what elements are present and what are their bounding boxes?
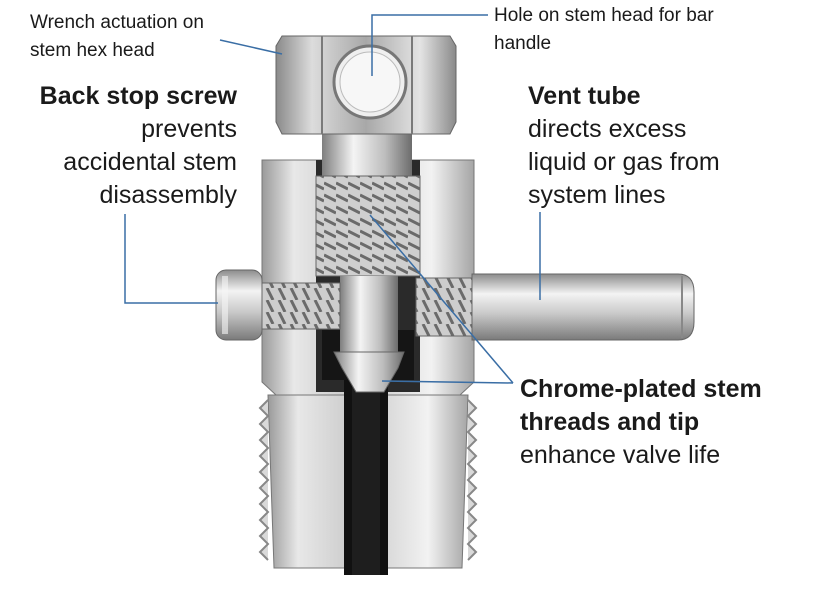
- callout-backstop-line-3: disassembly: [99, 181, 237, 209]
- callout-wrench-line-2: stem hex head: [30, 40, 155, 61]
- callout-hole-line-2: handle: [494, 33, 552, 54]
- callout-vent: Vent tube directs excess liquid or gas f…: [528, 80, 720, 212]
- vent-tube-threads: [415, 277, 477, 337]
- callout-chrome-title-1: Chrome-plated stem: [520, 375, 762, 403]
- callout-backstop-line-1: prevents: [141, 115, 237, 143]
- leader-chrome-threads: [369, 214, 514, 384]
- callout-chrome-title-2: threads and tip: [520, 408, 700, 436]
- stem-shaft: [322, 132, 412, 180]
- leader-lines: [124, 14, 541, 384]
- leader-chrome-tip: [381, 380, 514, 384]
- leader-wrench: [219, 39, 283, 55]
- callout-wrench-line-1: Wrench actuation on: [30, 12, 204, 33]
- back-stop-screw-threads: [261, 282, 341, 330]
- callout-vent-line-3: system lines: [528, 181, 666, 209]
- callout-vent-title: Vent tube: [528, 82, 641, 110]
- pipe-thread-teeth: [258, 399, 478, 561]
- callout-chrome-line-1: enhance valve life: [520, 441, 721, 469]
- stem-tip: [333, 351, 405, 393]
- callout-backstop-title: Back stop screw: [39, 82, 237, 110]
- leader-backstop: [124, 214, 218, 304]
- leader-hole: [371, 14, 488, 76]
- vent-tube: [471, 273, 695, 341]
- callout-vent-line-1: directs excess: [528, 115, 687, 143]
- callout-wrench: Wrench actuation on stem hex head: [30, 9, 204, 65]
- stem-threads: [315, 175, 421, 277]
- callout-chrome: Chrome-plated stem threads and tip enhan…: [520, 373, 762, 472]
- callout-vent-line-2: liquid or gas from: [528, 148, 720, 176]
- callout-backstop-line-2: accidental stem: [63, 148, 237, 176]
- callout-backstop: Back stop screw prevents accidental stem…: [40, 80, 237, 212]
- callout-hole-line-1: Hole on stem head for bar: [494, 5, 714, 26]
- callout-hole: Hole on stem head for bar handle: [494, 2, 714, 58]
